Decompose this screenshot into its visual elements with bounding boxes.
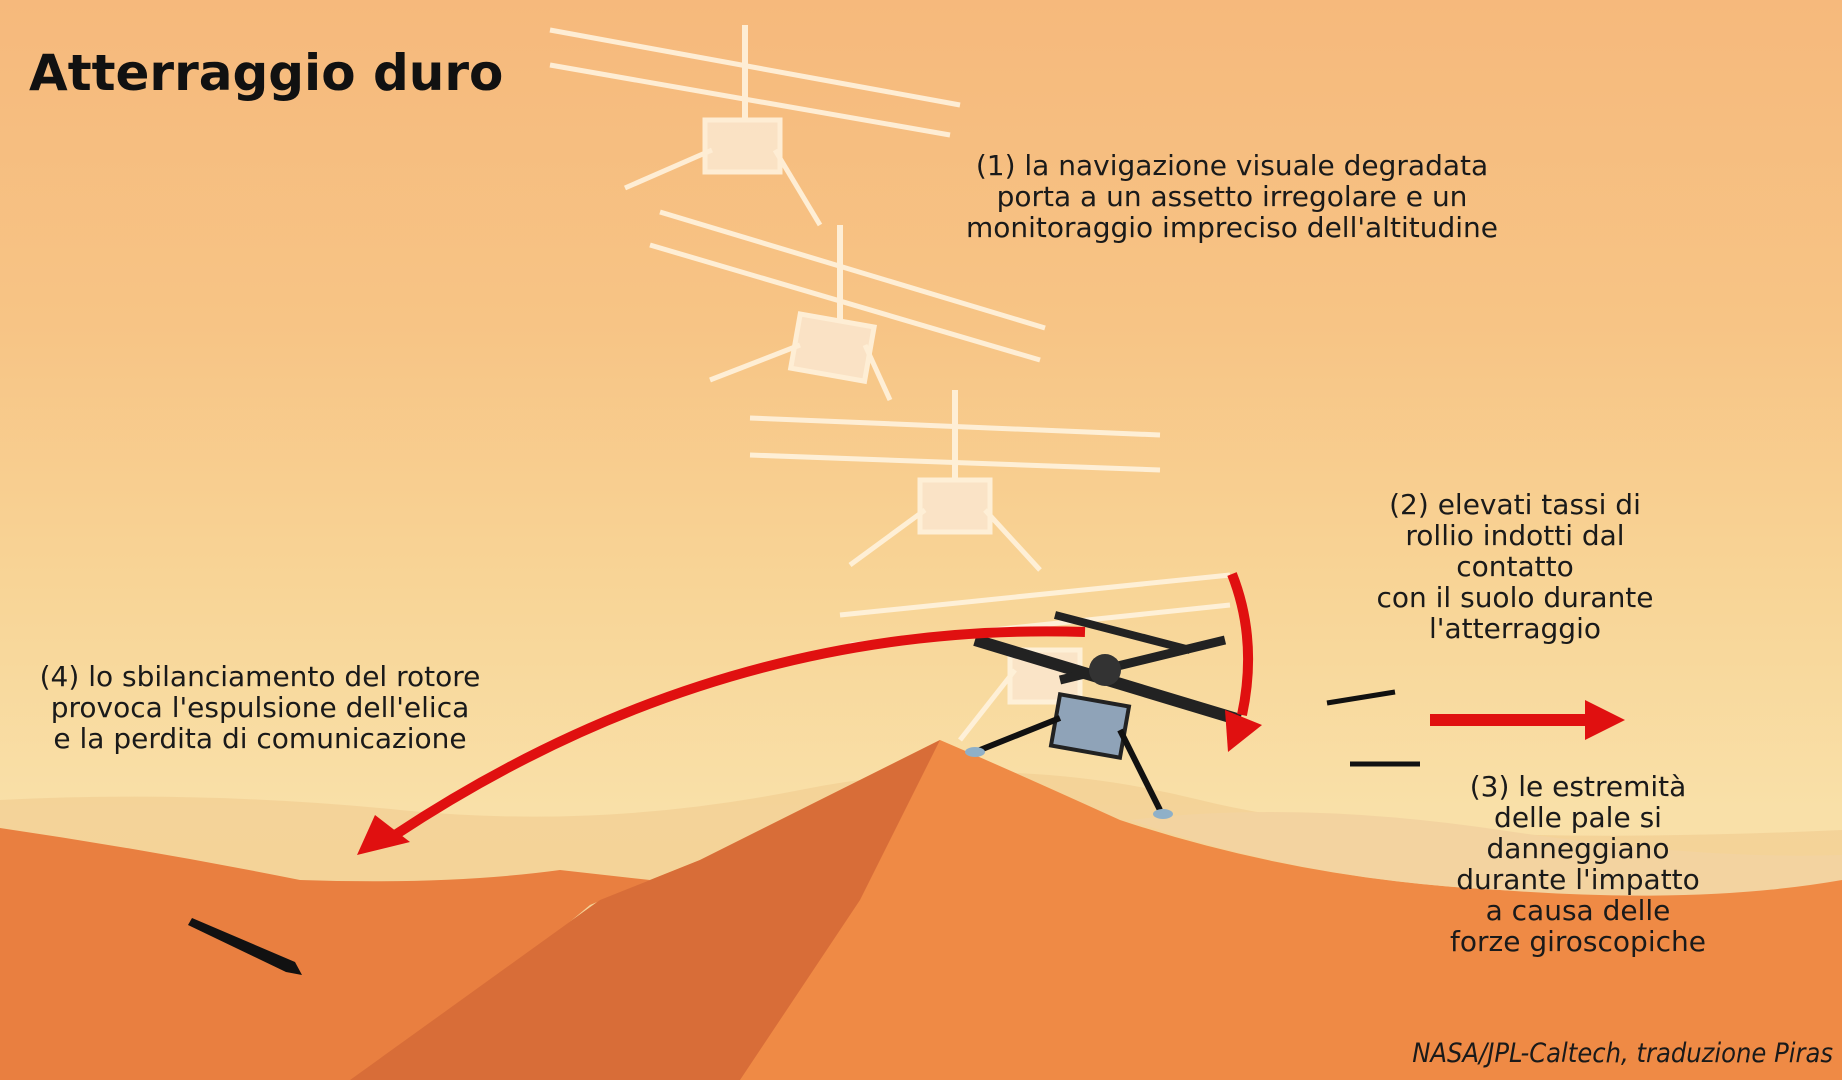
ejected-propeller	[188, 918, 302, 975]
arrowhead-down	[1225, 710, 1262, 752]
diagram-title: Atterraggio duro	[29, 44, 504, 102]
arc-arrow-left	[392, 626, 1086, 840]
right-dune-light	[1130, 812, 1842, 896]
note-step-3: (3) le estremità delle pale si danneggia…	[1450, 770, 1706, 958]
image-credit: NASA/JPL-Caltech, traduzione Piras	[1412, 1038, 1833, 1069]
helicopter-ghost-3	[749, 390, 1161, 572]
arrows	[357, 572, 1625, 855]
helicopter-crashed	[965, 611, 1242, 819]
note-step-4: (4) lo sbilanciamento del rotore provoca…	[39, 660, 481, 755]
note-step-1: (1) la navigazione visuale degradata por…	[965, 149, 1499, 244]
arrowhead-right	[1585, 700, 1625, 740]
helicopter-ghost-1	[549, 25, 961, 227]
arc-arrow-down	[1227, 572, 1254, 717]
dune-shadow	[350, 740, 940, 1080]
blade-fragment	[1326, 689, 1396, 706]
note-step-2: (2) elevati tassi di rollio indotti dal …	[1376, 488, 1654, 645]
arrowhead-left	[357, 815, 410, 855]
left-dune	[0, 828, 650, 1080]
helicopter-ghost-2	[649, 209, 1046, 402]
arrow-right-shaft	[1430, 714, 1590, 726]
